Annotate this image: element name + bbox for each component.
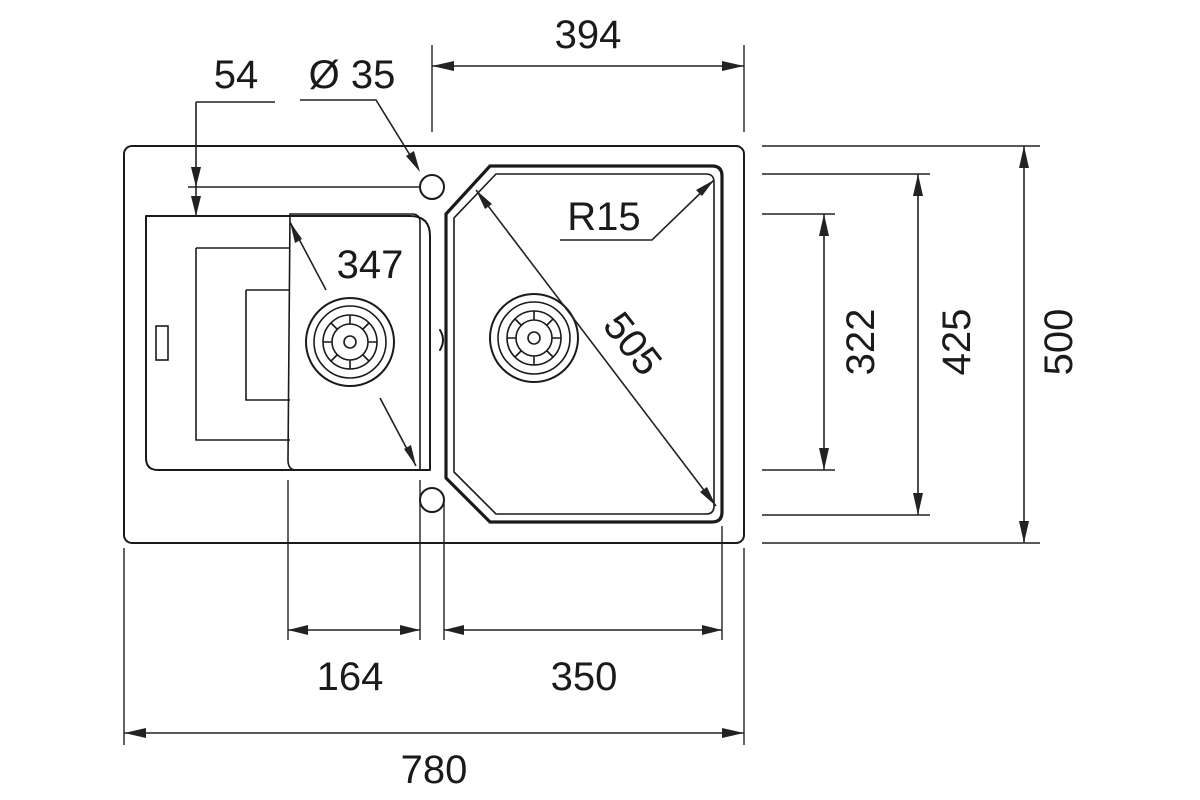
tap-hole-bottom <box>419 487 445 513</box>
drain-small-bowl <box>305 297 395 387</box>
dim-small-bowl-width: 164 <box>288 625 420 699</box>
dim-tap-hole-offset: 54 <box>191 53 258 216</box>
dim-large-bowl-inner-width: 350 <box>444 625 722 699</box>
dim-overall-width: 780 <box>124 728 744 792</box>
small-bowl <box>145 213 431 471</box>
label-large-bowl-width: 394 <box>555 13 622 57</box>
label-overall-width: 780 <box>401 748 468 792</box>
tap-hole-top <box>419 174 445 200</box>
large-bowl <box>439 164 724 524</box>
drain-large-bowl <box>489 293 579 383</box>
dim-overall-depth: 500 <box>1019 146 1081 543</box>
sink-outline <box>123 145 745 544</box>
label-corner-radius: R15 <box>567 195 640 239</box>
label-overall-depth: 500 <box>1037 309 1081 376</box>
label-tap-hole-offset: 54 <box>214 53 259 97</box>
dim-large-bowl-width: 394 <box>432 13 744 71</box>
dim-small-bowl-diagonal: 347 <box>289 221 417 467</box>
extension-lines <box>123 45 1040 745</box>
label-small-bowl-diagonal: 347 <box>337 243 404 287</box>
label-large-bowl-diagonal: 505 <box>594 304 670 384</box>
dim-tap-hole-diameter: Ø 35 <box>300 53 420 172</box>
label-small-bowl-width: 164 <box>317 655 384 699</box>
dim-large-bowl-depth: 425 <box>913 174 979 515</box>
label-large-bowl-inner-width: 350 <box>551 655 618 699</box>
dim-small-bowl-depth: 322 <box>819 214 883 470</box>
label-small-bowl-depth: 322 <box>839 309 883 376</box>
label-tap-hole-diameter: Ø 35 <box>309 53 396 97</box>
label-large-bowl-depth: 425 <box>935 309 979 376</box>
dim-corner-radius: R15 <box>560 179 715 241</box>
